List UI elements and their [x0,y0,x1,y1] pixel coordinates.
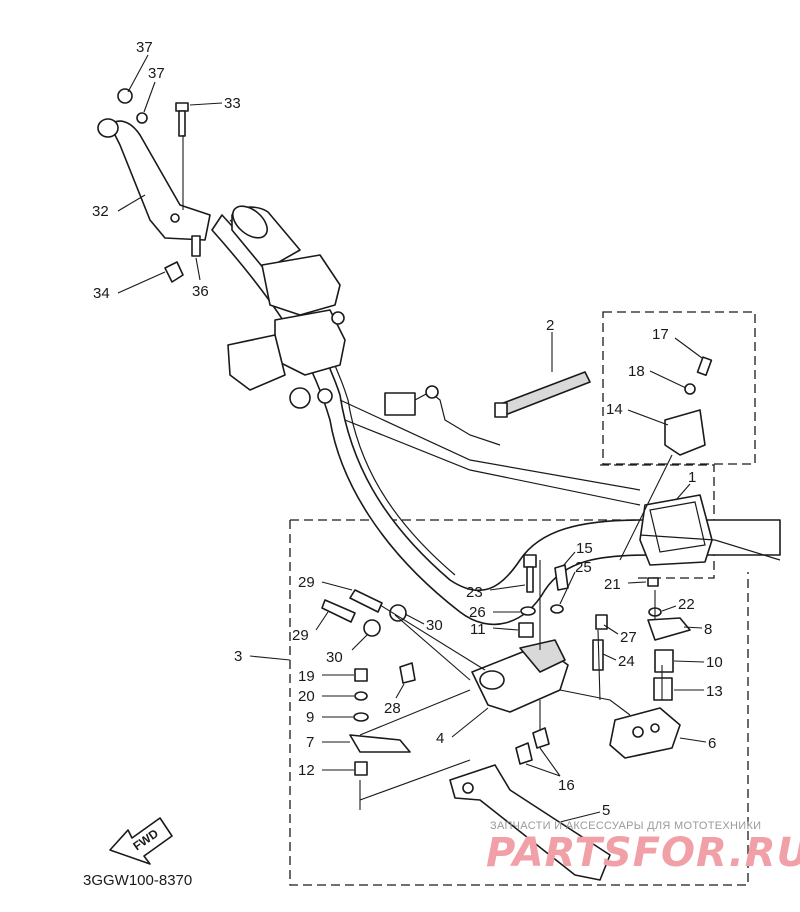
assembly-lines [359,560,663,810]
callout-36: 37 [148,65,165,82]
callout-9: 9 [306,709,314,726]
watermark-brand-logo: PARTSFOR.RU [486,830,800,876]
callout-15: 15 [576,540,593,557]
callout-12: 12 [298,762,315,779]
callout-8: 8 [704,621,712,638]
brake-lever [449,764,611,881]
callout-2: 2 [546,317,554,334]
group-box-clamp [602,311,756,465]
right-switch [639,494,781,566]
watermark: ЗАПЧАСТИ И АКСЕССУАРЫ ДЛЯ МОТОТЕХНИКИ PA… [486,820,800,876]
clamp-parts [619,356,713,561]
callout-1: 1 [688,469,696,486]
callout-30-b: 30 [326,649,343,666]
watermark-caption: ЗАПЧАСТИ И АКСЕССУАРЫ ДЛЯ МОТОТЕХНИКИ [490,820,761,832]
callout-14: 14 [606,401,623,418]
callout-13: 13 [706,683,723,700]
clutch-lever [97,118,211,241]
callout-29-b: 29 [292,627,309,644]
master-cylinder [227,254,346,409]
callout-26: 26 [469,604,486,621]
callout-4: 4 [436,730,444,747]
callout-5: 5 [602,802,610,819]
callout-11: 11 [470,621,486,638]
callout-25: 25 [575,559,592,576]
callout-34: 34 [93,285,110,302]
callout-22: 22 [678,596,695,613]
callout-21: 21 [604,576,621,593]
switch-connector [384,385,501,446]
callout-35: 37 [136,39,153,56]
callout-29-a: 29 [298,574,315,591]
callout-33: 33 [224,95,241,112]
callout-7: 7 [306,734,314,751]
callout-30-a: 30 [426,617,443,634]
callout-3: 3 [234,648,242,665]
callout-18: 18 [628,363,645,380]
callout-27: 27 [620,629,637,646]
callout-6: 6 [708,735,716,752]
callout-10: 10 [706,654,723,671]
callout-16: 16 [558,777,575,794]
callout-24: 24 [618,653,635,670]
callout-37: 36 [192,283,209,300]
callout-32: 32 [92,203,109,220]
forward-direction-arrow: FWD [109,817,173,865]
callout-19: 19 [298,668,315,685]
cable-band [494,371,591,418]
fasteners [117,88,691,776]
brake-switch [609,707,681,759]
group-box-brake-lever [289,519,749,886]
lever-bracket [471,639,569,713]
callout-labels: 37 37 33 32 34 36 2 17 18 14 1 15 [92,39,723,823]
callout-28: 28 [384,700,401,717]
callout-20: 20 [298,688,315,705]
diagram-code: 3GGW100-8370 [83,872,192,889]
callout-23: 23 [466,584,483,601]
callout-17: 17 [652,326,669,343]
